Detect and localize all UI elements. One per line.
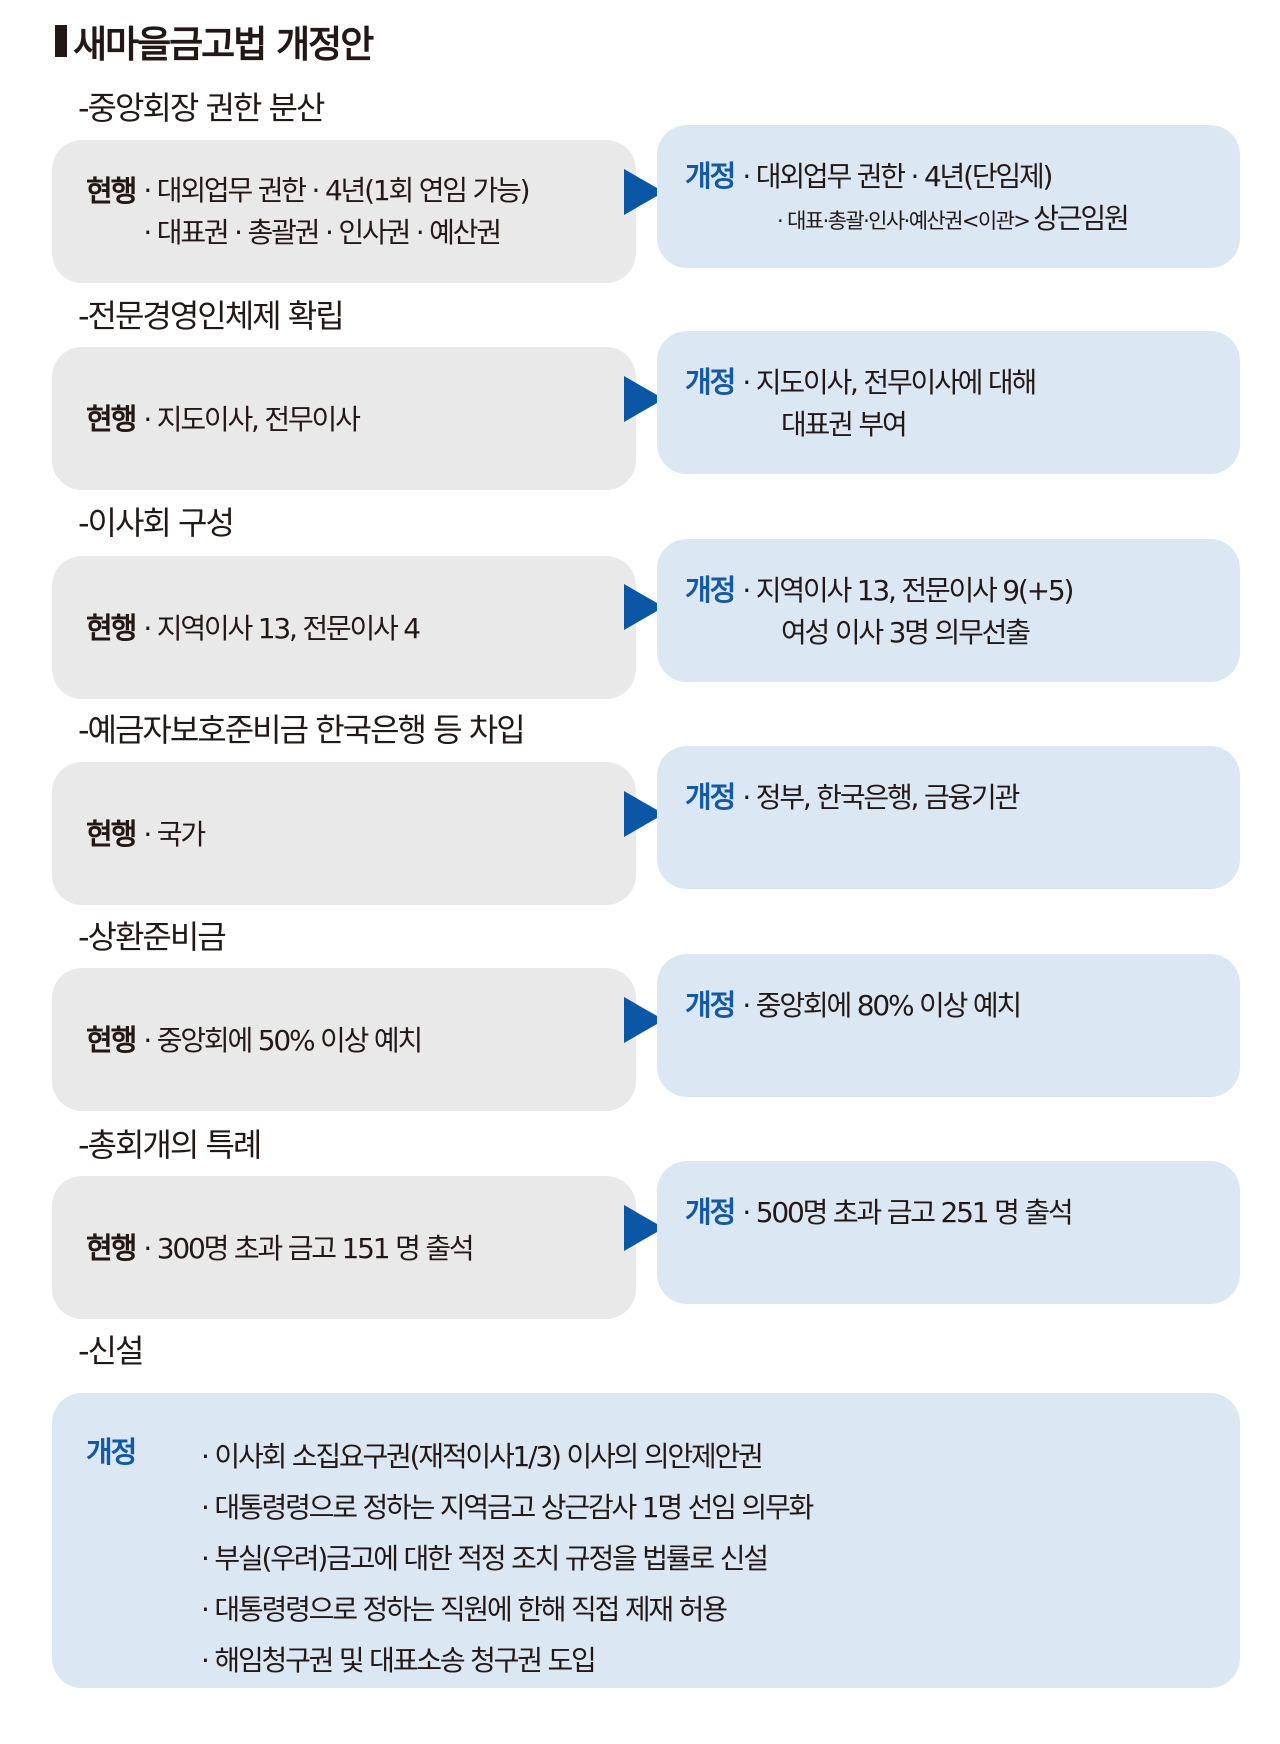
revised-label: 개정 <box>86 1435 137 1469</box>
current-text-line: · 중앙회에 50% 이상 예치 <box>143 1024 423 1057</box>
section-heading-president-power: -중앙회장 권한 분산 <box>78 89 325 127</box>
revised-text-line: 대표권 부여 <box>781 408 908 441</box>
current-box-general-meeting: 현행 · 300명 초과 금고 151 명 출석 <box>52 1176 636 1319</box>
current-label: 현행 <box>86 817 137 851</box>
revised-box-general-meeting: 개정 · 500명 초과 금고 251 명 출석 <box>657 1161 1240 1304</box>
current-box-board-composition: 현행 · 지역이사 13, 전문이사 4 <box>52 556 636 699</box>
revised-text-small: · 대표·총괄·인사·예산권<이관> <box>777 209 1031 233</box>
section-heading-deposit-protection: -예금자보호준비금 한국은행 등 차입 <box>78 711 526 749</box>
current-label: 현행 <box>86 611 137 645</box>
current-text-line: · 300명 초과 금고 151 명 출석 <box>143 1232 474 1265</box>
revised-text-line: · 중앙회에 80% 이상 예치 <box>742 989 1022 1022</box>
section-heading-repayment-reserve: -상환준비금 <box>78 918 227 956</box>
new-provisions-list: · 이사회 소집요구권(재적이사1/3) 이사의 의안제안권 · 대통령령으로 … <box>201 1431 814 1688</box>
revised-text-large: 상근임원 <box>1033 202 1129 235</box>
revised-text-line: · 지도이사, 전무이사에 대해 <box>742 366 1037 399</box>
current-box-president-power: 현행 · 대외업무 권한 · 4년(1회 연임 가능) · 대표권 · 총괄권 … <box>52 140 636 283</box>
revised-label: 개정 <box>685 1195 736 1229</box>
revised-label: 개정 <box>685 159 736 193</box>
section-heading-board-composition: -이사회 구성 <box>78 504 235 542</box>
revised-box-repayment-reserve: 개정 · 중앙회에 80% 이상 예치 <box>657 954 1240 1097</box>
revised-box-professional-management: 개정 · 지도이사, 전무이사에 대해 대표권 부여 <box>657 331 1240 474</box>
current-label: 현행 <box>86 1023 137 1057</box>
revised-box-president-power: 개정 · 대외업무 권한 · 4년(단임제) · 대표·총괄·인사·예산권<이관… <box>657 125 1240 268</box>
current-box-professional-management: 현행 · 지도이사, 전무이사 <box>52 347 636 490</box>
revised-text-line: · 대외업무 권한 · 4년(단임제) <box>742 160 1053 193</box>
section-heading-professional-management: -전문경영인체제 확립 <box>78 297 345 335</box>
list-item: · 대통령령으로 정하는 지역금고 상근감사 1명 선임 의무화 <box>201 1491 814 1524</box>
section-heading-general-meeting: -총회개의 특례 <box>78 1126 262 1164</box>
revised-text-line: · 500명 초과 금고 251 명 출석 <box>742 1196 1073 1229</box>
revised-text-line: · 지역이사 13, 전문이사 9(+5) <box>742 574 1074 607</box>
current-box-repayment-reserve: 현행 · 중앙회에 50% 이상 예치 <box>52 968 636 1111</box>
list-item: · 이사회 소집요구권(재적이사1/3) 이사의 의안제안권 <box>201 1440 764 1473</box>
current-text-line: · 지도이사, 전무이사 <box>143 403 360 436</box>
revised-text-line: · 정부, 한국은행, 금융기관 <box>742 781 1020 814</box>
list-item: · 부실(우려)금고에 대한 적정 조치 규정을 법률로 신설 <box>201 1542 769 1575</box>
current-label: 현행 <box>86 173 137 208</box>
current-label: 현행 <box>86 402 137 436</box>
revised-label: 개정 <box>685 365 736 399</box>
current-box-deposit-protection: 현행 · 국가 <box>52 762 636 905</box>
revised-label: 개정 <box>685 780 736 814</box>
title-text: 새마을금고법 개정안 <box>73 23 374 66</box>
section-heading-new-provisions: -신설 <box>78 1332 144 1370</box>
new-provisions-box: 개정 · 이사회 소집요구권(재적이사1/3) 이사의 의안제안권 · 대통령령… <box>52 1393 1240 1688</box>
current-text-line: · 대외업무 권한 · 4년(1회 연임 가능) <box>143 173 530 207</box>
revised-text-line: 여성 이사 3명 의무선출 <box>781 616 1031 649</box>
revised-box-board-composition: 개정 · 지역이사 13, 전문이사 9(+5) 여성 이사 3명 의무선출 <box>657 539 1240 682</box>
revised-label: 개정 <box>685 988 736 1022</box>
infographic-title: 새마을금고법 개정안 <box>55 14 374 68</box>
revised-label: 개정 <box>685 573 736 607</box>
current-label: 현행 <box>86 1231 137 1265</box>
revised-box-deposit-protection: 개정 · 정부, 한국은행, 금융기관 <box>657 746 1240 889</box>
current-text-line: · 대표권 · 총괄권 · 인사권 · 예산권 <box>143 215 502 249</box>
current-text-line: · 국가 <box>143 818 206 851</box>
list-item: · 해임청구권 및 대표소송 청구권 도입 <box>201 1644 597 1677</box>
current-text-line: · 지역이사 13, 전문이사 4 <box>143 612 421 645</box>
title-square-marker-icon <box>55 25 67 57</box>
list-item: · 대통령령으로 정하는 직원에 한해 직접 제재 허용 <box>201 1593 728 1626</box>
